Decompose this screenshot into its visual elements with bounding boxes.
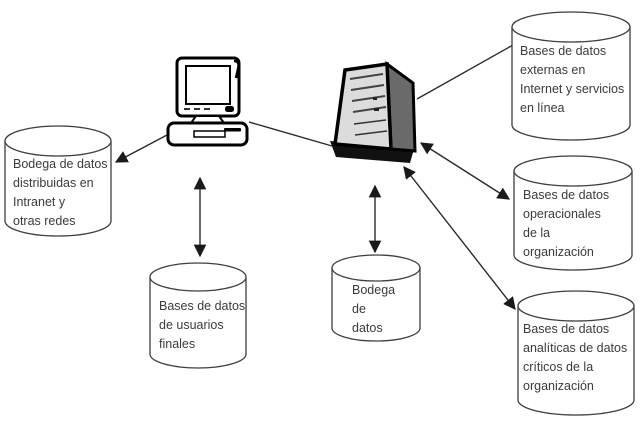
- arrow-workstation-to-distributed-warehouse: [114, 134, 168, 163]
- link-workstation-server: [248, 121, 333, 147]
- label-analytical-databases: Bases de datos analíticas de datos críti…: [523, 322, 628, 393]
- arrow-server-analytical-databases: [403, 166, 516, 310]
- desktop-computer-icon: [166, 56, 249, 147]
- label-data-warehouse: Bodega de datos: [352, 283, 396, 335]
- label-external-databases: Bases de datos externas en Internet y se…: [520, 44, 625, 115]
- label-operational-databases: Bases de datos operacionales de la organ…: [523, 188, 610, 259]
- server-tower-icon: [330, 60, 417, 163]
- label-distributed-warehouse: Bodega de datos distribuidas en Intranet…: [13, 157, 108, 228]
- cylinder-data-warehouse: [331, 254, 421, 342]
- arrow-server-operational-databases: [419, 142, 511, 200]
- cylinder-external-databases: [511, 11, 631, 141]
- link-server-external-databases: [416, 44, 514, 100]
- cylinder-enduser-databases: [149, 262, 247, 369]
- cylinder-analytical-databases: [517, 290, 635, 416]
- label-enduser-databases: Bases de datos de usuarios finales: [159, 299, 246, 351]
- cylinder-distributed-warehouse: [4, 125, 112, 237]
- cylinder-operational-databases: [513, 155, 633, 271]
- monitor-clip-icon: [233, 59, 240, 79]
